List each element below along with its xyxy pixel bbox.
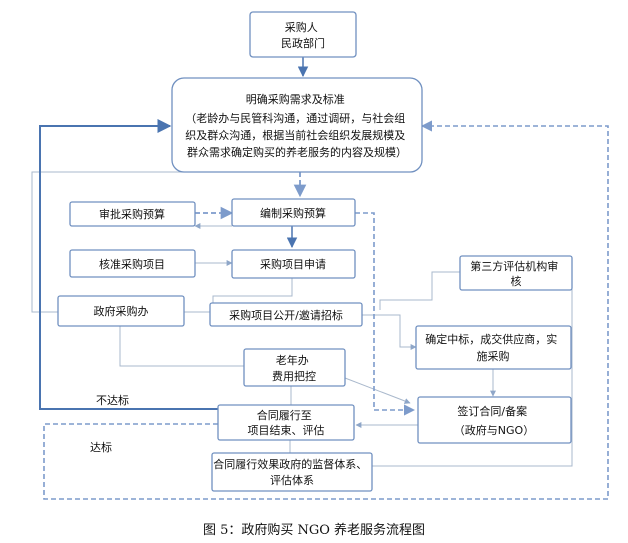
node-determine-bid: 确定中标，成交供应商，实 施采购 [415,325,572,370]
line-third-party-to-supervision [372,272,573,467]
node-approve-budget-text: 审批采购预算 [99,207,165,221]
node-project-application: 采购项目申请 [231,249,356,279]
arrow-aging-to-sign [344,377,411,404]
node-approve-budget: 审批采购预算 [69,201,196,227]
node-compile-budget-text: 编制采购预算 [260,206,326,220]
arrow-tender-to-determine [362,314,417,350]
line-third-party-to-tender [379,271,460,310]
node-sign-contract-text: 签订合同/备案 （政府与NGO） [454,404,534,437]
node-project-application-text: 采购项目申请 [260,257,326,271]
arrow-fail-feedback [39,119,218,410]
node-supervision-text: 合同履行效果政府的监督体系、 评估体系 [213,457,371,487]
node-contract-until-text: 合同履行至 项目结束、评估 [248,408,325,437]
label-pass: 达标 [90,440,112,454]
node-third-party: 第三方评估机构审 核 [459,255,573,291]
node-aging-office-text: 老年办 费用把控 [272,353,316,383]
node-determine-bid-text: 确定中标，成交供应商，实 施采购 [425,332,561,363]
node-verify-project-text: 核准采购项目 [99,257,165,271]
node-tender-text: 采购项目公开/邀请招标 [229,308,343,322]
figure-caption: 图 5：政府购买 NGO 养老服务流程图 [203,522,425,538]
connectors [31,57,609,500]
node-purchaser: 采购人 民政部门 [249,11,357,58]
label-fail: 不达标 [96,393,129,407]
node-sign-contract: 签订合同/备案 （政府与NGO） [417,396,572,444]
node-tender: 采购项目公开/邀请招标 [209,302,363,327]
node-gov-office-text: 政府采购办 [94,304,149,318]
node-supervision: 合同履行效果政府的监督体系、 评估体系 [211,452,373,492]
node-requirements: 明确采购需求及标准 （老龄办与民管科沟通，通过调研，与社会组 织及群众沟通，根据… [171,77,423,173]
node-contract-until: 合同履行至 项目结束、评估 [217,404,355,441]
arrow-compile-to-sign-dashed [355,212,416,416]
node-compile-budget: 编制采购预算 [231,198,356,227]
line-left-feedback [31,171,232,313]
node-third-party-text: 第三方评估机构审 核 [470,259,562,288]
node-requirements-text: 明确采购需求及标准 （老龄办与民管科沟通，通过调研，与社会组 织及群众沟通，根据… [185,92,409,159]
node-gov-office: 政府采购办 [57,295,185,327]
node-purchaser-text: 采购人 民政部门 [281,20,325,50]
line-gov-to-aging [119,325,244,367]
node-aging-office: 老年办 费用把控 [243,348,346,387]
node-verify-project: 核准采购项目 [69,249,196,278]
